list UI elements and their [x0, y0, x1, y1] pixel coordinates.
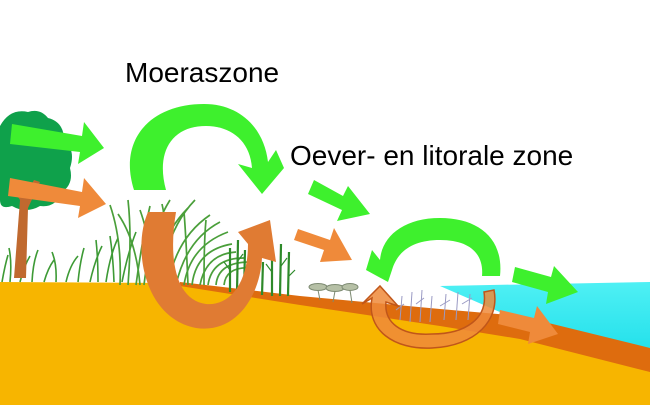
sediment-layer: [180, 282, 650, 372]
green-arrow-right: [512, 266, 578, 304]
orange-arrow-middle: [294, 228, 352, 262]
cycle-arrow-icon: [129, 104, 284, 194]
label-oever-litorale-zone: Oever- en litorale zone: [290, 140, 574, 171]
cycle-arrow-orange-littoral: [361, 284, 496, 349]
lily-pad-icon: [308, 283, 359, 292]
lily-stems: [317, 289, 353, 304]
cycle-arrow-orange-marsh: [141, 212, 276, 329]
orange-arrow-left: [8, 178, 106, 218]
green-arrow-left: [10, 122, 104, 164]
cycle-arrow-green-littoral: [366, 218, 501, 282]
tree-trunk: [12, 180, 40, 278]
label-moeraszone: Moeraszone: [125, 57, 280, 88]
soil-ground: [0, 282, 650, 405]
orange-arrow-right: [498, 306, 558, 344]
green-arrow-middle: [308, 180, 370, 221]
submerged-plants: [395, 289, 473, 323]
